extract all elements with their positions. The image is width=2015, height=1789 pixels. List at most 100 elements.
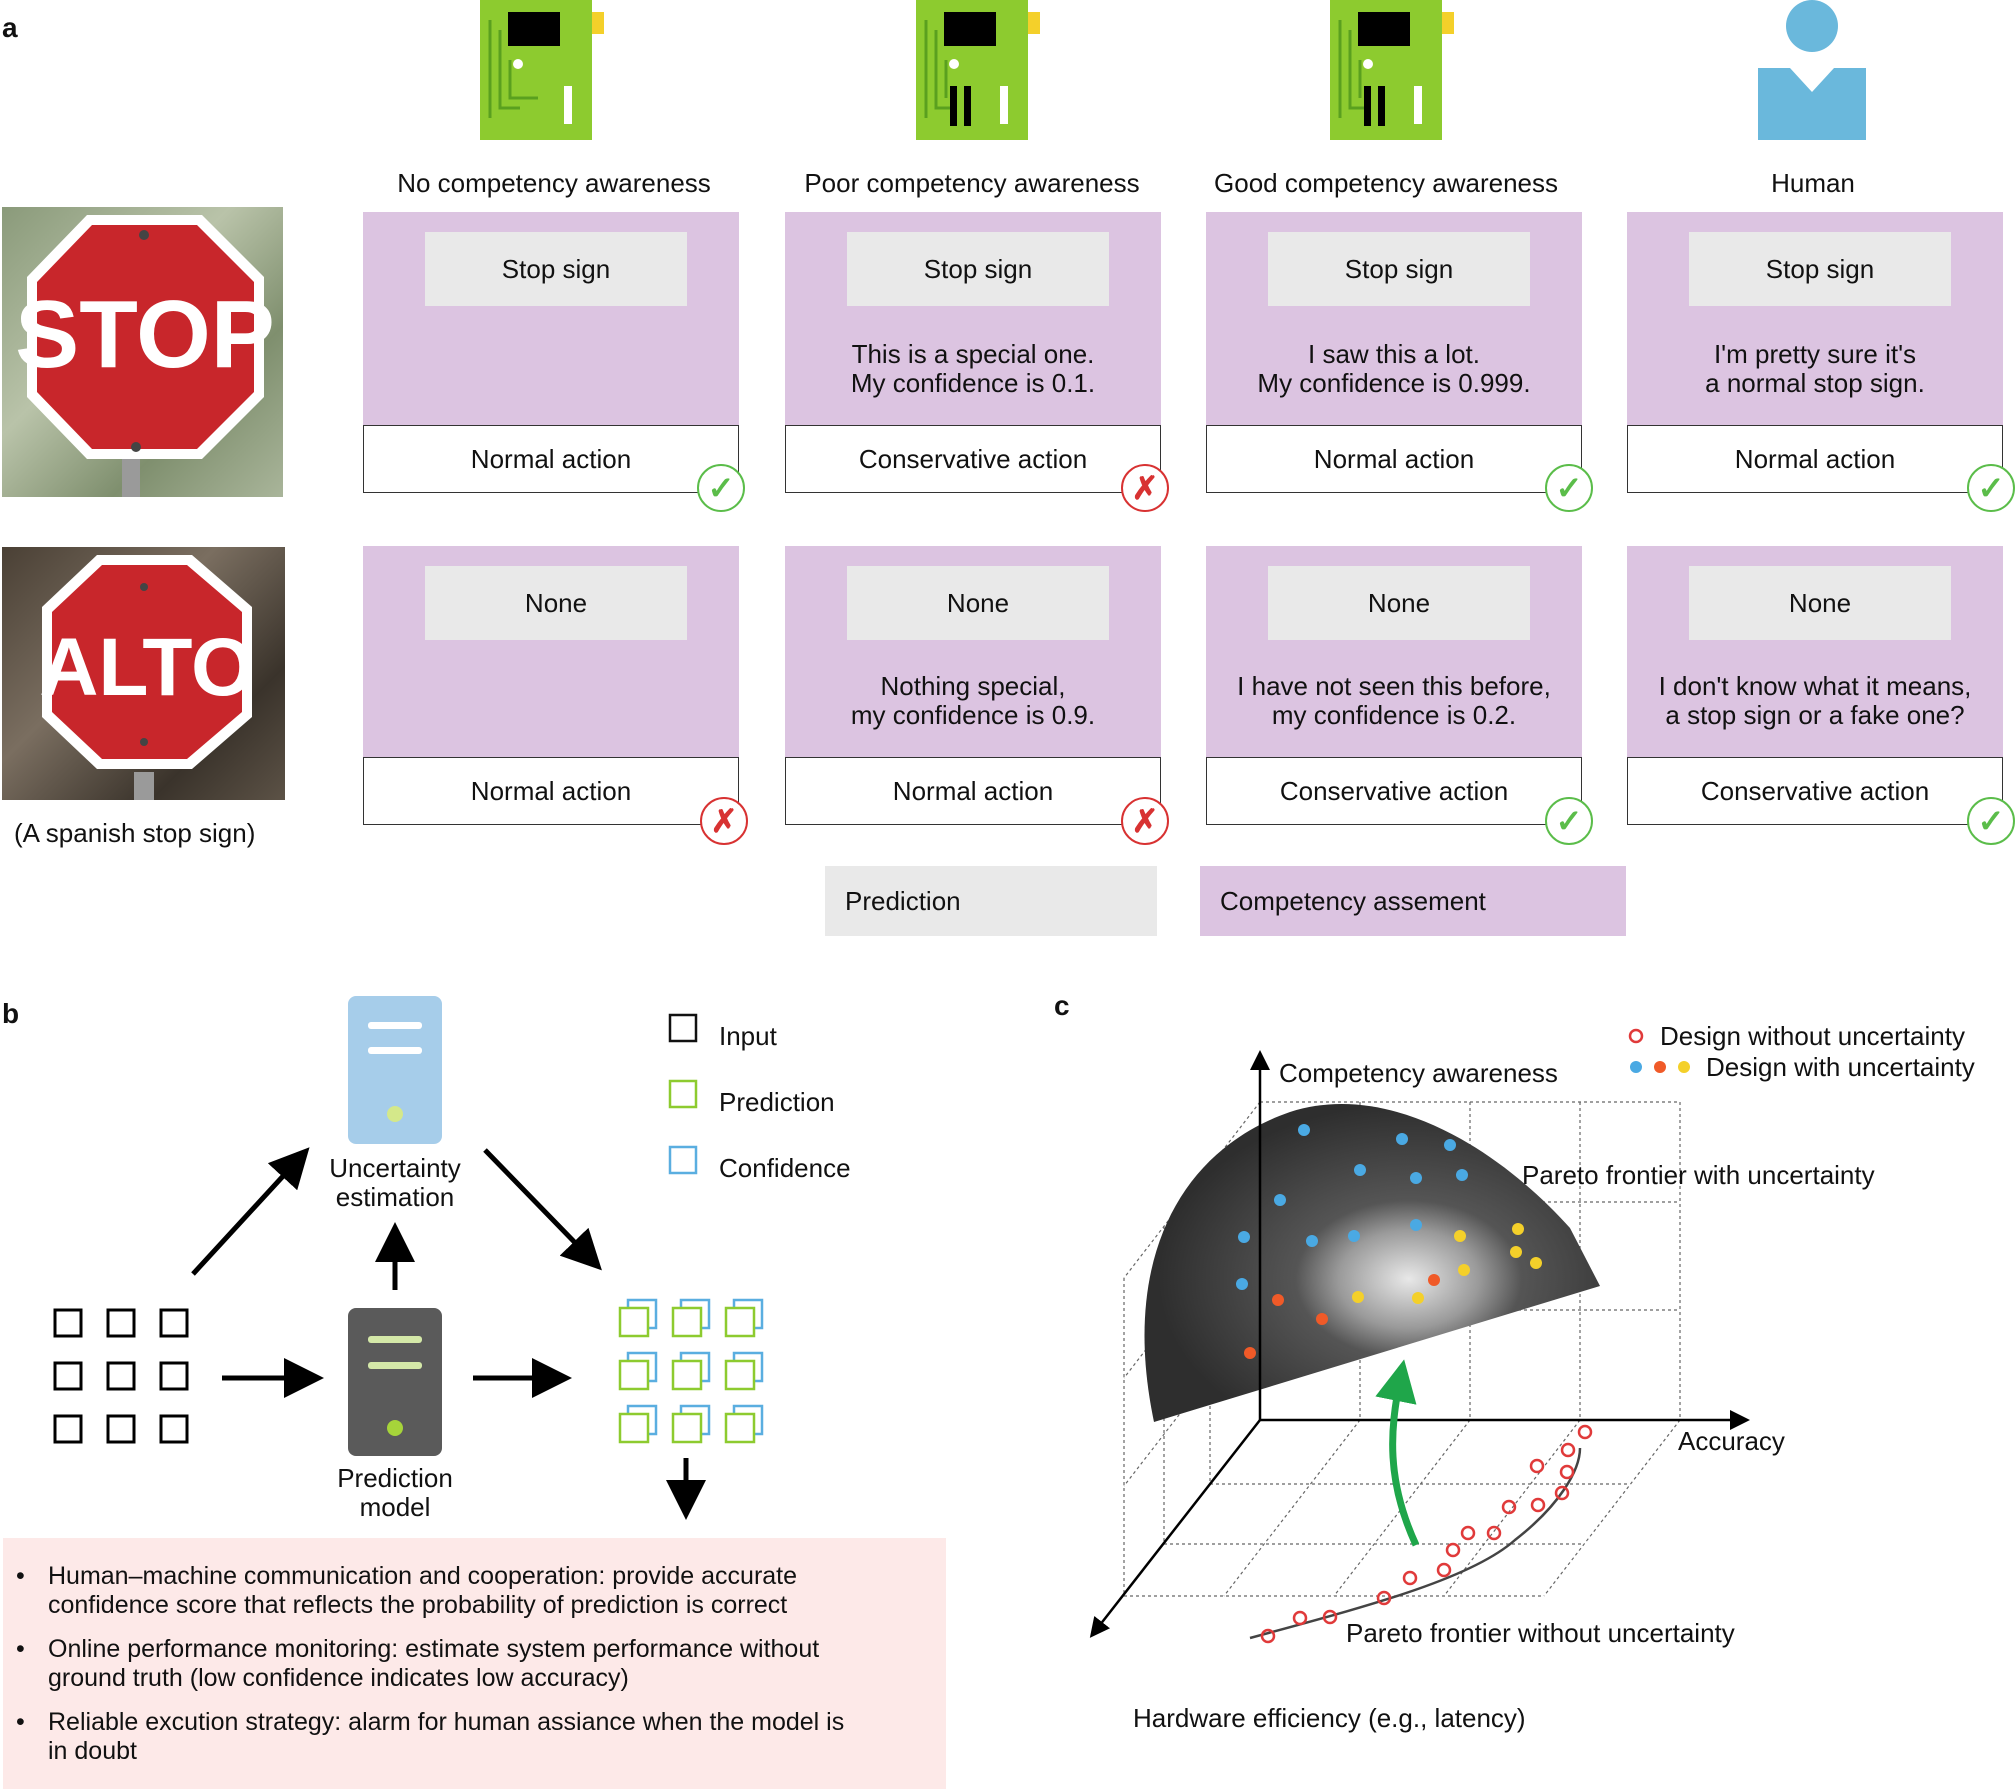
row2-card-no-awareness: None [363,546,739,760]
legend-confidence-square [668,1145,698,1175]
pareto-frontier-without-curve [1249,1447,1582,1640]
benefits-box: • Human–machine communication and cooper… [3,1538,946,1789]
row2-action-human: Conservative action [1627,757,2003,825]
legend-input-square [668,1013,698,1043]
pareto-surface-with-uncertainty [1144,1104,1600,1422]
row1-action-no-awareness: Normal action [363,425,739,493]
bullet-dot: • [16,1635,25,1663]
competency-line2: my confidence is 0.9. [850,700,1096,730]
column-title-human: Human [1771,168,1855,198]
prediction-box: None [1689,566,1951,640]
bullet-line: Online performance monitoring: estimate … [48,1635,820,1663]
label-line: Uncertainty [329,1153,461,1183]
cross-icon: ✗ [1121,797,1169,845]
prediction-box: Stop sign [1268,232,1530,306]
z-axis-label: Hardware efficiency (e.g., latency) [1133,1703,1526,1733]
row1-action-human: Normal action [1627,425,2003,493]
uncertainty-server-icon [348,996,442,1144]
legend-yellow-dot [1678,1061,1690,1073]
competency-line1: I'm pretty sure it's [1713,339,1917,369]
input-grid [53,1308,189,1444]
prediction-box: None [847,566,1109,640]
arrow-uncertainty-to-output [483,1148,602,1271]
alto-sign-text: ALTO [39,622,255,713]
check-icon: ✓ [1967,464,2015,512]
alto-caption: (A spanish stop sign) [14,818,256,848]
competency-line1: I saw this a lot. [1308,339,1480,369]
panel-c-letter: c [1054,990,1070,1021]
legend-orange-dot [1654,1061,1666,1073]
competency-line2: a stop sign or a fake one? [1665,700,1965,730]
designs-without-uncertainty [1260,1424,1593,1644]
bullet-line: confidence score that reflects the proba… [48,1591,788,1619]
competency-line2: My confidence is 0.1. [850,368,1096,398]
prediction-box: Stop sign [847,232,1109,306]
label-line: estimation [335,1182,455,1212]
prediction-box: Stop sign [1689,232,1951,306]
check-icon: ✓ [1545,797,1593,845]
legend-with-uncertainty: Design with uncertainty [1706,1052,1975,1082]
row2-card-poor-awareness: None Nothing special, my confidence is 0… [785,546,1161,760]
column-title-poor-awareness: Poor competency awareness [804,168,1140,198]
competency-line2: My confidence is 0.999. [1257,368,1531,398]
row2-card-good-awareness: None I have not seen this before, my con… [1206,546,1582,760]
stop-sign-text: STOP [15,281,275,388]
bullet-item: • Reliable excution strategy: alarm for … [16,1708,928,1766]
prediction-box: None [1268,566,1530,640]
cross-icon: ✗ [700,797,748,845]
panel-c-3d-plot [1089,1028,1750,1644]
legend-input-label: Input [719,1021,777,1051]
legend-confidence-label: Confidence [719,1153,851,1183]
pareto-with-label: Pareto frontier with uncertainty [1522,1160,1875,1190]
uncertainty-estimation-label: Uncertainty estimation [300,1154,490,1212]
panel-a-letter: a [2,12,18,43]
row2-card-human: None I don't know what it means, a stop … [1627,546,2003,760]
row2-action-good-awareness: Conservative action [1206,757,1582,825]
legend-competency-assessment: Competency assement [1200,866,1626,936]
bullet-dot: • [16,1562,25,1590]
chip-icon-good-awareness [1330,0,1454,140]
row2-action-no-awareness: Normal action [363,757,739,825]
row1-action-good-awareness: Normal action [1206,425,1582,493]
chip-icon-poor-awareness [916,0,1040,140]
bullet-dot: • [16,1708,25,1736]
y-axis-label: Competency awareness [1279,1058,1558,1088]
legend-prediction-label: Prediction [719,1087,835,1117]
column-title-no-awareness: No competency awareness [397,168,711,198]
person-icon [1758,0,1866,140]
alto-sign-photo: ALTO [2,547,285,800]
bullet-item: • Human–machine communication and cooper… [16,1562,928,1620]
z-axis-line [1089,1419,1261,1638]
x-axis-label: Accuracy [1678,1426,1785,1456]
prediction-model-label: Prediction model [300,1464,490,1522]
competency-line1: This is a special one. [851,339,1095,369]
panel-b-letter: b [2,998,20,1029]
bullet-line: Human–machine communication and cooperat… [48,1562,798,1590]
competency-line1: Nothing special, [880,671,1066,701]
bullet-item: • Online performance monitoring: estimat… [16,1635,928,1693]
prediction-server-icon [348,1308,442,1456]
row2-action-poor-awareness: Normal action [785,757,1161,825]
pareto-without-label: Pareto frontier without uncertainty [1346,1618,1735,1648]
arrow-input-to-uncertainty [191,1147,310,1276]
legend-prediction-square [668,1079,698,1109]
prediction-box: None [425,566,687,640]
row1-card-no-awareness: Stop sign [363,212,739,426]
row1-card-human: Stop sign I'm pretty sure it's a normal … [1627,212,2003,426]
output-grid [618,1298,764,1444]
prediction-box: Stop sign [425,232,687,306]
stop-sign-photo: STOP [2,207,283,497]
cross-icon: ✗ [1121,464,1169,512]
competency-line2: a normal stop sign. [1705,368,1925,398]
check-icon: ✓ [697,464,745,512]
improvement-arrow [1375,1359,1420,1547]
legend-prediction: Prediction [825,866,1157,936]
bullet-line: in doubt [48,1737,137,1765]
legend-blue-dot [1630,1061,1642,1073]
label-line: Prediction [337,1463,453,1493]
bullet-line: Reliable excution strategy: alarm for hu… [48,1708,845,1736]
label-line: model [359,1492,431,1522]
legend-open-circle [1628,1028,1644,1044]
bullet-line: ground truth (low confidence indicates l… [48,1664,629,1692]
row1-action-poor-awareness: Conservative action [785,425,1161,493]
